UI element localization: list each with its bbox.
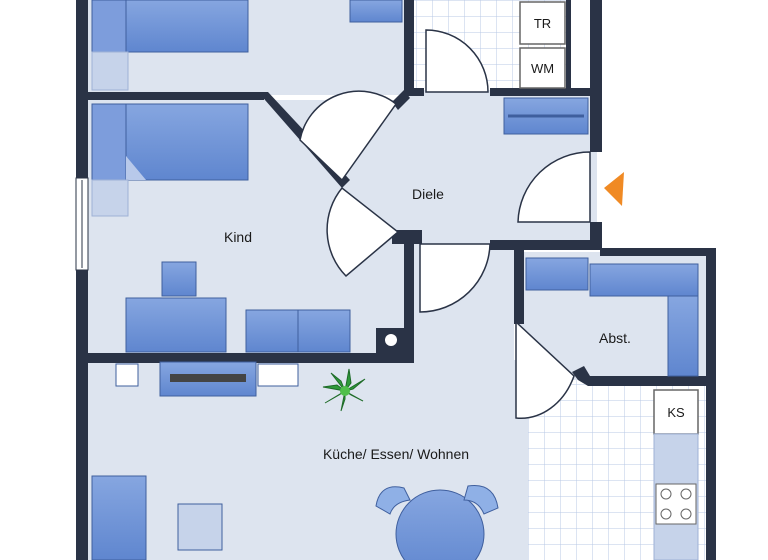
tv bbox=[170, 374, 246, 382]
stove bbox=[655, 483, 697, 525]
wall-abst-left bbox=[514, 244, 524, 324]
room-label-diele: Diele bbox=[412, 186, 444, 202]
door-living bbox=[419, 243, 491, 313]
nightstand-top bbox=[91, 51, 129, 91]
dryer-label: TR bbox=[534, 16, 551, 31]
abst-furniture: KS bbox=[525, 257, 699, 560]
bath-top-unit bbox=[349, 0, 403, 23]
door-abst bbox=[515, 320, 575, 419]
door-entrance bbox=[517, 151, 591, 223]
washing-machine-label: WM bbox=[531, 61, 554, 76]
nightstand-kind bbox=[91, 179, 129, 217]
wall-right-top bbox=[590, 0, 602, 152]
dryer bbox=[519, 1, 566, 45]
wall-bath-divider bbox=[566, 0, 571, 92]
sofa bbox=[91, 475, 147, 560]
door-kind-lower bbox=[326, 186, 400, 278]
wall-diagonal-diele bbox=[392, 90, 410, 110]
bed-kind-pillow bbox=[91, 103, 127, 181]
wall-bath-bottom-right bbox=[490, 88, 597, 96]
abst-shelf-right-top bbox=[589, 263, 699, 297]
fridge bbox=[653, 389, 699, 435]
wall-kind-top bbox=[88, 92, 264, 100]
plant-icon bbox=[322, 368, 366, 412]
wall-diele-bottom-right bbox=[490, 240, 602, 250]
shelf-1 bbox=[245, 309, 299, 353]
kind-desk-area bbox=[125, 261, 351, 353]
desk bbox=[125, 297, 227, 353]
wall-diele-bottom-left bbox=[392, 230, 422, 244]
living-furniture bbox=[91, 361, 499, 560]
door-kind-diele bbox=[299, 90, 398, 182]
bed-kind-fold bbox=[126, 156, 146, 180]
wall-abst-bottom bbox=[572, 366, 710, 386]
wall-bath-left bbox=[404, 0, 414, 96]
dining-chair-right bbox=[463, 484, 499, 515]
dining-chair-left bbox=[375, 486, 411, 515]
door-bath bbox=[425, 29, 489, 93]
entrance-arrow-icon bbox=[604, 172, 624, 206]
room-label-abst: Abst. bbox=[599, 330, 631, 346]
room-label-kueche: Küche/ Essen/ Wohnen bbox=[323, 446, 469, 462]
beds bbox=[91, 0, 249, 217]
speaker-right bbox=[257, 363, 299, 387]
wall-bath-bottom bbox=[404, 88, 424, 96]
room-label-kind: Kind bbox=[224, 229, 252, 245]
bed-top-pillow bbox=[91, 0, 127, 53]
wall-kind-bottom bbox=[88, 353, 414, 363]
speaker-left bbox=[115, 363, 139, 387]
fridge-label: KS bbox=[667, 405, 685, 420]
dining-table bbox=[395, 489, 485, 560]
washing-machine bbox=[519, 47, 566, 89]
wall-abst-right bbox=[706, 248, 716, 560]
desk-chair bbox=[161, 261, 197, 297]
bathroom-furniture: TR WM bbox=[349, 0, 589, 135]
shelf-2 bbox=[297, 309, 351, 353]
doors bbox=[299, 29, 591, 419]
column-pipe bbox=[385, 334, 397, 346]
wall-abst-right-top bbox=[600, 248, 714, 256]
side-table bbox=[177, 503, 223, 551]
abst-shelf-right bbox=[667, 295, 699, 377]
wall-left bbox=[76, 0, 88, 560]
abst-shelf-top bbox=[525, 257, 589, 291]
wall-kind-right bbox=[404, 244, 414, 360]
